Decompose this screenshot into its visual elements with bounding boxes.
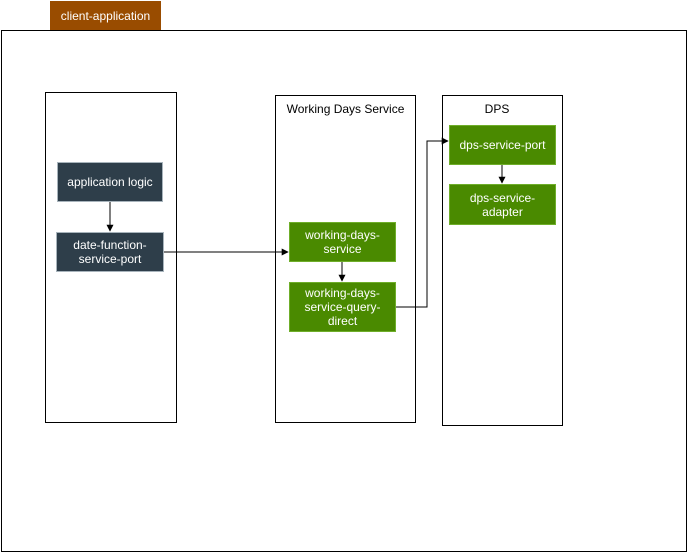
application-logic-node[interactable]: application logic [57, 162, 163, 202]
dps-service-adapter-node[interactable]: dps-service-adapter [449, 184, 556, 225]
client-application-tab[interactable]: client-application [50, 1, 161, 30]
dps-service-port-node[interactable]: dps-service-port [449, 125, 556, 165]
working-days-service-title: Working Days Service [286, 102, 405, 116]
dps-title: DPS [484, 102, 510, 116]
edge-query-direct-to-dps-service-port [396, 137, 449, 308]
working-days-service-query-direct-node[interactable]: working-days-service-query-direct [289, 282, 396, 332]
working-days-service-node[interactable]: working-days-service [289, 222, 396, 262]
date-function-service-port-node[interactable]: date-function-service-port [56, 232, 164, 272]
